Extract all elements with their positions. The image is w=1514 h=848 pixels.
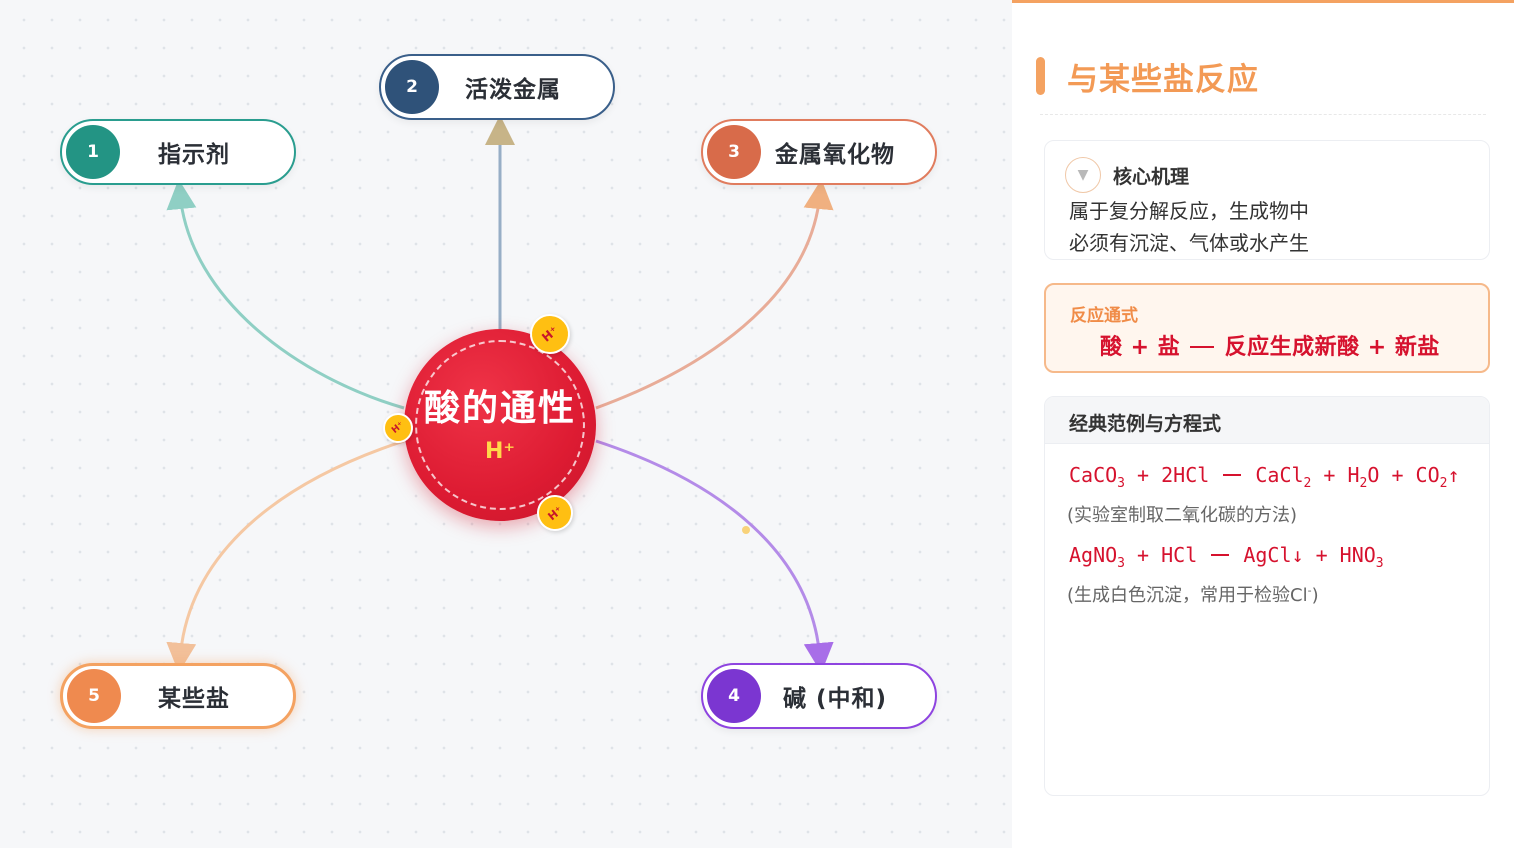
title-accent-bar (1036, 57, 1045, 95)
example-equation-agno3: AgNO3 + HCl AgCl↓ + HNO3 (1069, 543, 1384, 571)
general-formula-card: 反应通式 酸 + 盐 反应生成新酸 + 新盐 (1044, 283, 1490, 373)
link-salt (166, 439, 405, 673)
mechanism-card[interactable]: ▼ 核心机理 属于复分解反应，生成物中 必须有沉淀、气体或水产生 (1044, 140, 1490, 260)
mechanism-header[interactable]: ▼ 核心机理 (1065, 157, 1189, 193)
panel-title-text: 与某些盐反应 (1067, 61, 1259, 98)
title-divider (1040, 114, 1486, 115)
connection-links (166, 115, 834, 673)
node-label: 碱 (中和) (782, 686, 888, 712)
node-label: 金属氧化物 (775, 142, 895, 168)
mechanism-line: 属于复分解反应，生成物中 (1069, 199, 1309, 223)
node-some-salts[interactable]: 5 某些盐 (60, 663, 296, 729)
example-equation-caco3: CaCO3 + 2HCl CaCl2 + H2O + CO2↑ (1069, 463, 1460, 491)
center-node-acid[interactable]: 酸的通性 H⁺ (404, 329, 596, 521)
mechanism-heading: 核心机理 (1113, 165, 1190, 188)
node-indicator[interactable]: 1 指示剂 (60, 119, 296, 185)
example-note: (生成白色沉淀，常用于检验Cl-) (1067, 584, 1319, 606)
center-title: 酸的通性 (423, 388, 576, 429)
examples-card: 经典范例与方程式 CaCO3 + 2HCl CaCl2 + H2O + CO2↑… (1044, 396, 1490, 796)
link-metal-oxide (595, 179, 834, 410)
node-number-badge: 2 (385, 60, 439, 114)
link-indicator (166, 179, 405, 410)
node-metal-oxide[interactable]: 3 金属氧化物 (701, 119, 937, 185)
node-number-badge: 3 (707, 125, 761, 179)
detail-panel: 与某些盐反应 ▼ 核心机理 属于复分解反应，生成物中 必须有沉淀、气体或水产生 … (1012, 0, 1514, 848)
panel-title: 与某些盐反应 (1036, 55, 1259, 98)
formula-reactants: 酸 + 盐 (1100, 335, 1181, 360)
node-label: 指示剂 (158, 142, 230, 168)
formula-products: 反应生成新酸 + 新盐 (1224, 335, 1440, 360)
formula-equation: 酸 + 盐 反应生成新酸 + 新盐 (1100, 329, 1440, 361)
node-label: 活泼金属 (465, 77, 561, 103)
link-base (595, 439, 834, 673)
formula-label: 反应通式 (1070, 306, 1138, 326)
node-number-badge: 5 (67, 669, 121, 723)
mechanism-line: 必须有沉淀、气体或水产生 (1069, 231, 1309, 255)
node-active-metal[interactable]: 2 活泼金属 (379, 54, 615, 120)
mind-map-canvas: 1 指示剂 2 活泼金属 3 金属氧化物 4 碱 (中和) 5 某些盐 酸的通性… (0, 0, 1012, 848)
node-number-badge: 1 (66, 125, 120, 179)
node-label: 某些盐 (158, 686, 230, 712)
center-ion-label: H⁺ (484, 439, 516, 464)
examples-heading: 经典范例与方程式 (1069, 413, 1222, 435)
chevron-down-icon[interactable]: ▼ (1065, 157, 1101, 193)
node-base-neutralization[interactable]: 4 碱 (中和) (701, 663, 937, 729)
mechanism-body: 属于复分解反应，生成物中 必须有沉淀、气体或水产生 (1069, 195, 1309, 259)
node-number-badge: 4 (707, 669, 761, 723)
center-dashed-ring (415, 340, 585, 510)
link-dot (742, 526, 750, 534)
examples-header: 经典范例与方程式 (1045, 397, 1489, 444)
example-note: (实验室制取二氧化碳的方法) (1067, 505, 1298, 526)
equals-line-icon (1190, 346, 1215, 348)
